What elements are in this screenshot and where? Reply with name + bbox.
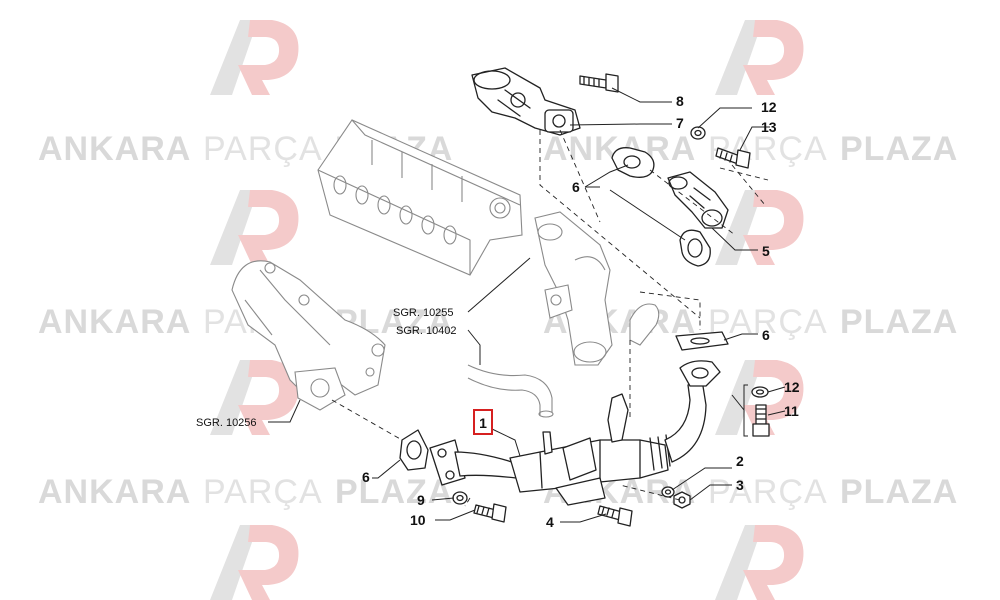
callout-8[interactable]: 8 <box>676 93 684 109</box>
bolt-10-drawing <box>473 503 507 523</box>
nut-3-drawing <box>673 491 691 509</box>
watermark-word: PLAZA <box>840 130 958 168</box>
callout-10[interactable]: 10 <box>410 512 426 528</box>
gasket-6-right-drawing <box>675 331 729 351</box>
callout-12-top[interactable]: 12 <box>761 99 777 115</box>
egr-valve-body-drawing <box>534 211 660 366</box>
callout-11[interactable]: 11 <box>784 403 799 419</box>
watermark-logo-icon <box>210 20 299 95</box>
watermark-word: PLAZA <box>840 473 958 511</box>
gasket-6-mid-drawing <box>679 229 711 267</box>
gasket-6-lower-drawing <box>399 429 429 471</box>
callout-6-top[interactable]: 6 <box>572 179 580 195</box>
washer-2-drawing <box>661 486 675 498</box>
watermark-logo-icon <box>715 20 804 95</box>
watermark-word: PLAZA <box>840 303 958 341</box>
watermark-word: ANKARA <box>38 303 191 341</box>
highlight-box <box>473 409 493 435</box>
watermark-word: ANKARA <box>38 130 191 168</box>
callout-3[interactable]: 3 <box>736 477 744 493</box>
callout-1[interactable]: 1 <box>479 415 487 431</box>
coolant-hose-drawing <box>467 364 554 418</box>
washer-12-lower-drawing <box>751 386 769 398</box>
gasket-6-top-drawing <box>611 147 655 178</box>
callout-6-right[interactable]: 6 <box>762 327 770 343</box>
exhaust-manifold-drawing <box>231 260 386 411</box>
reference-sgr-10402[interactable]: SGR. 10402 <box>396 325 457 337</box>
watermark-word: PARÇA <box>203 473 323 511</box>
bolt-13-drawing <box>715 147 751 169</box>
watermark-logo-icon <box>715 525 804 600</box>
reference-sgr-10255[interactable]: SGR. 10255 <box>393 307 454 319</box>
watermark-word: PLAZA <box>335 473 453 511</box>
washer-12-top-drawing <box>690 126 706 140</box>
sgr-references: SGR. 10255 SGR. 10402 SGR. 10256 <box>196 307 457 429</box>
egr-valve-drawing <box>471 67 581 136</box>
callout-9[interactable]: 9 <box>417 492 425 508</box>
watermark-word: PARÇA <box>708 473 828 511</box>
watermark-word: PARÇA <box>708 303 828 341</box>
watermark-logo-icon <box>210 360 299 435</box>
reference-sgr-10256[interactable]: SGR. 10256 <box>196 417 257 429</box>
callout-6-lower[interactable]: 6 <box>362 469 370 485</box>
watermark-logo-icon <box>210 525 299 600</box>
bolt-8-drawing <box>579 73 619 93</box>
leader-lines <box>268 87 786 523</box>
bolt-4-drawing <box>597 505 633 527</box>
watermark-word: PARÇA <box>708 130 828 168</box>
alignment-lines <box>331 129 769 507</box>
callout-13[interactable]: 13 <box>761 119 777 135</box>
callouts: 1 2 3 4 5 6 6 6 7 8 9 10 11 12 12 13 <box>362 93 800 530</box>
washer-9-drawing <box>452 491 468 505</box>
callout-5[interactable]: 5 <box>762 243 770 259</box>
watermark-word: ANKARA <box>38 473 191 511</box>
callout-4[interactable]: 4 <box>546 514 554 530</box>
pipe-5-drawing <box>667 171 729 229</box>
bolt-11-drawing <box>752 404 770 437</box>
watermark-logo-icon <box>210 190 299 265</box>
callout-12-lower[interactable]: 12 <box>784 379 800 395</box>
watermark-word: PARÇA <box>203 130 323 168</box>
callout-7[interactable]: 7 <box>676 115 684 131</box>
callout-2[interactable]: 2 <box>736 453 744 469</box>
watermark-logo-icon <box>715 190 804 265</box>
intake-manifold-drawing <box>317 119 523 276</box>
egr-pipe-1-drawing <box>429 360 721 506</box>
